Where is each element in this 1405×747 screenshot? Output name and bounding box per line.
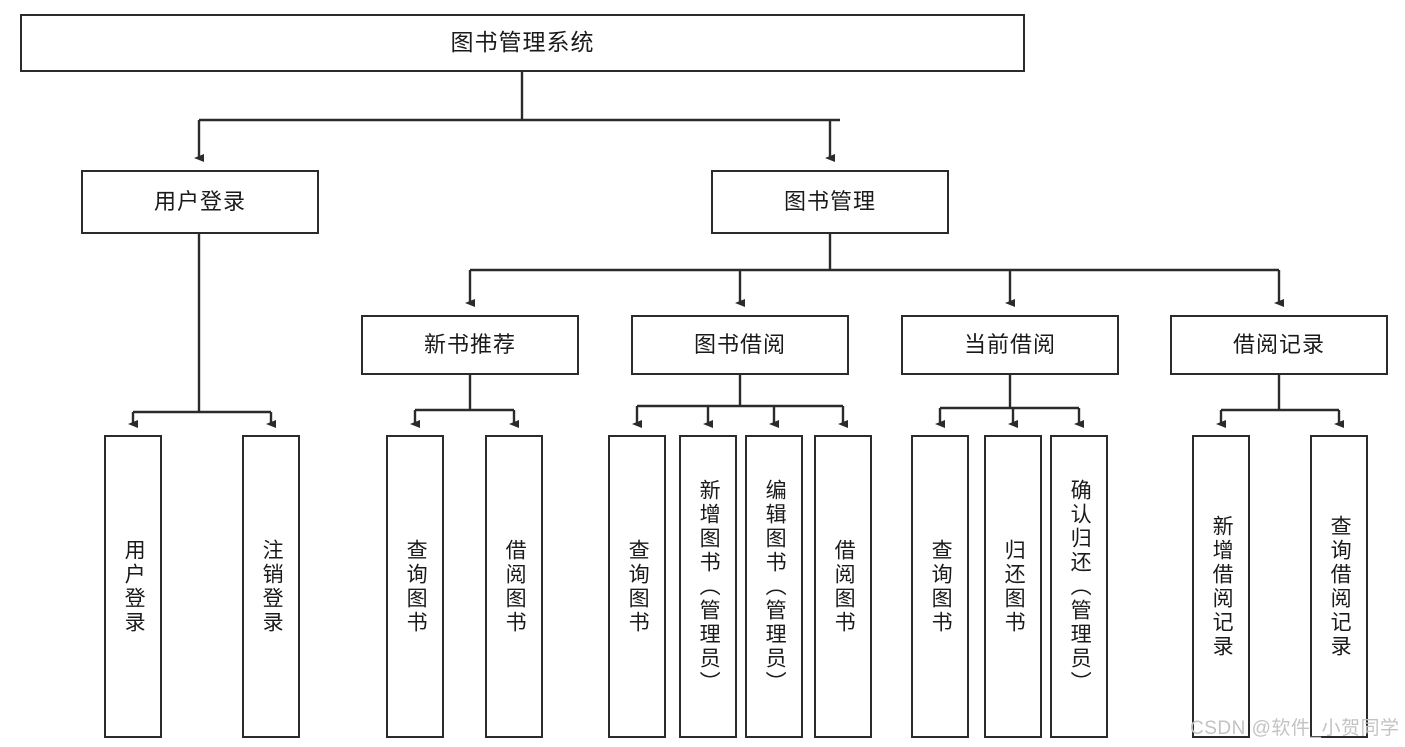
node-book-borrowing[interactable]: 图书借阅 — [631, 315, 849, 375]
node-leaf[interactable]: 归还图书 — [984, 435, 1042, 738]
edge-group-book-mgmt — [465, 234, 1284, 307]
node-book-management[interactable]: 图书管理 — [711, 170, 949, 234]
node-leaf-label: 查询图书 — [929, 538, 953, 635]
node-leaf-label: 确认归还（管理员） — [1068, 478, 1092, 695]
node-book-borrowing-label: 图书借阅 — [693, 331, 786, 357]
node-leaf-label: 归还图书 — [1002, 538, 1026, 635]
edge-group-new-books — [410, 375, 519, 428]
node-new-book-recommendation-label: 新书推荐 — [423, 331, 516, 357]
node-leaf-label: 注销登录 — [260, 538, 284, 635]
node-leaf-label: 查询借阅记录 — [1328, 514, 1352, 659]
node-user-login[interactable]: 用户登录 — [81, 170, 319, 234]
node-leaf[interactable]: 编辑图书（管理员） — [745, 435, 803, 738]
edge-group-root — [194, 72, 840, 162]
node-root-label: 图书管理系统 — [450, 29, 595, 56]
node-root-book-management-system[interactable]: 图书管理系统 — [20, 14, 1025, 72]
node-leaf[interactable]: 确认归还（管理员） — [1050, 435, 1108, 738]
node-leaf-label: 查询图书 — [404, 538, 428, 635]
node-leaf[interactable]: 注销登录 — [242, 435, 300, 738]
node-user-login-label: 用户登录 — [153, 188, 246, 214]
node-current-borrowing[interactable]: 当前借阅 — [901, 315, 1119, 375]
node-current-borrowing-label: 当前借阅 — [963, 331, 1056, 357]
node-leaf[interactable]: 借阅图书 — [485, 435, 543, 738]
node-borrowing-records[interactable]: 借阅记录 — [1170, 315, 1388, 375]
node-borrowing-records-label: 借阅记录 — [1232, 331, 1325, 357]
node-leaf-label: 借阅图书 — [503, 538, 527, 635]
edge-group-user-login — [128, 234, 276, 428]
node-leaf[interactable]: 查询图书 — [386, 435, 444, 738]
node-leaf[interactable]: 新增图书（管理员） — [679, 435, 737, 738]
node-leaf[interactable]: 用户登录 — [104, 435, 162, 738]
node-leaf-label: 用户登录 — [122, 538, 146, 635]
node-leaf[interactable]: 查询图书 — [911, 435, 969, 738]
node-leaf-label: 编辑图书（管理员） — [763, 478, 787, 695]
csdn-watermark: CSDN @软件_小贺同学 — [1190, 718, 1400, 739]
node-leaf-label: 新增借阅记录 — [1210, 514, 1234, 659]
node-leaf-label: 新增图书（管理员） — [697, 478, 721, 695]
node-book-management-label: 图书管理 — [783, 188, 876, 214]
edge-group-current-borrow — [935, 375, 1084, 428]
node-leaf-label: 借阅图书 — [832, 538, 856, 635]
node-leaf[interactable]: 新增借阅记录 — [1192, 435, 1250, 738]
edge-group-borrow — [632, 375, 848, 428]
node-leaf[interactable]: 借阅图书 — [814, 435, 872, 738]
node-leaf[interactable]: 查询图书 — [608, 435, 666, 738]
node-leaf[interactable]: 查询借阅记录 — [1310, 435, 1368, 738]
edge-group-records — [1216, 375, 1344, 428]
node-leaf-label: 查询图书 — [626, 538, 650, 635]
node-new-book-recommendation[interactable]: 新书推荐 — [361, 315, 579, 375]
